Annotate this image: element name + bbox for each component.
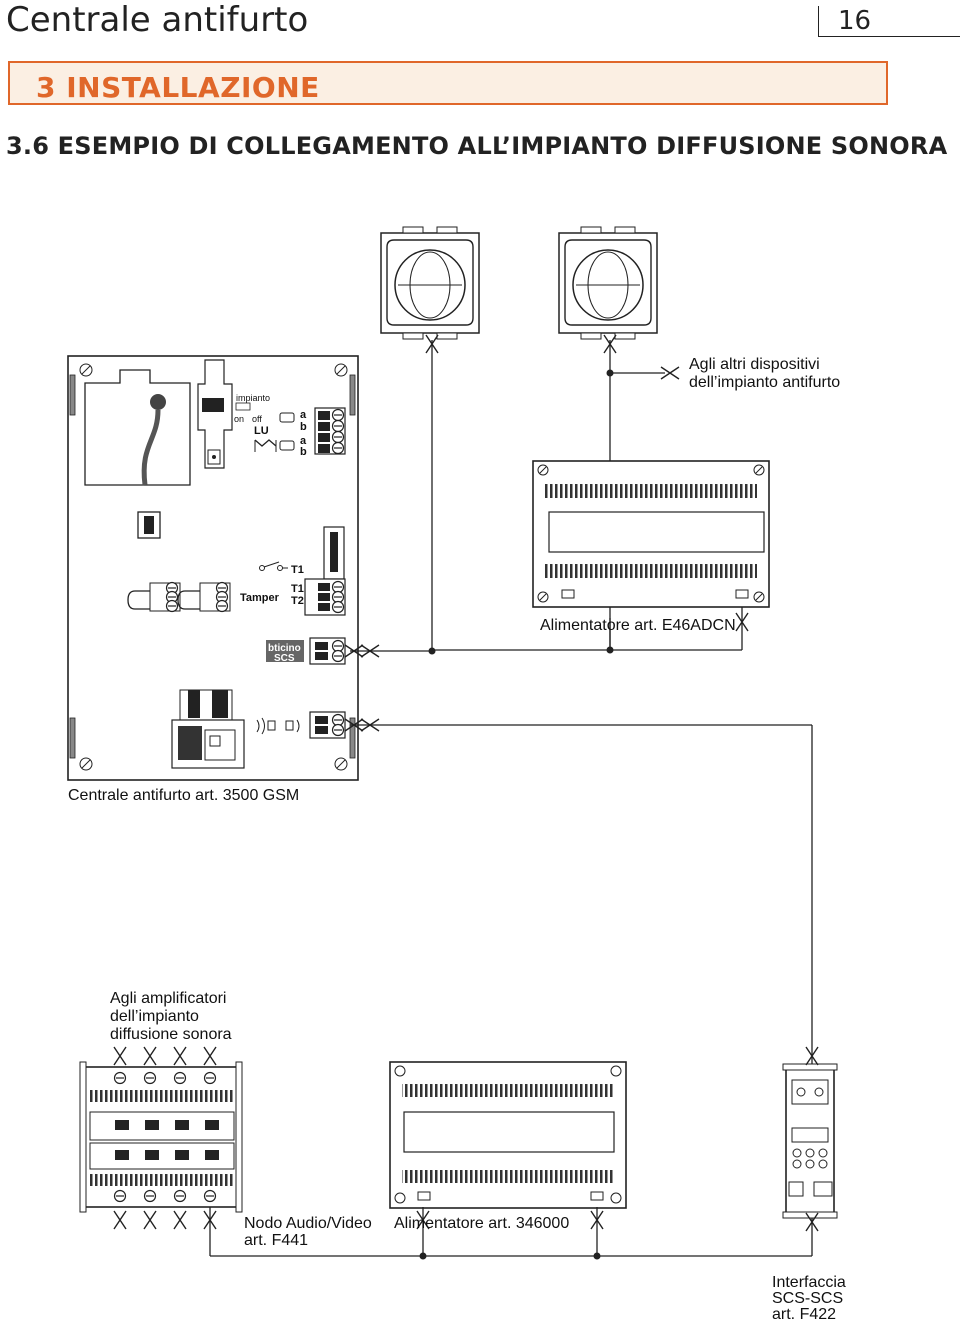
label-a2: a	[300, 435, 307, 447]
label-t1: T1	[291, 583, 304, 595]
label-interface-line1: Interfaccia	[772, 1274, 846, 1291]
label-b2: b	[300, 446, 307, 458]
section-banner: 3 INSTALLAZIONE	[8, 61, 888, 105]
label-amplifiers-line1: Agli amplificatori	[110, 990, 227, 1007]
label-node-line1: Nodo Audio/Video	[244, 1215, 372, 1232]
label-t2: T2	[291, 595, 304, 607]
label-interface-line2: SCS-SCS	[772, 1290, 844, 1307]
subsection-title: 3.6 ESEMPIO DI COLLEGAMENTO ALL’IMPIANTO…	[6, 132, 948, 160]
section-title: 3 INSTALLAZIONE	[36, 71, 320, 104]
label-power-supply-346000: Alimentatore art. 346000	[394, 1215, 570, 1232]
label-central-unit: Centrale antifurto art. 3500 GSM	[68, 787, 300, 804]
motion-detector-right	[558, 226, 658, 340]
brand-logo: bticino	[268, 643, 301, 654]
document-title: Centrale antifurto	[6, 0, 309, 40]
power-supply-346000	[389, 1061, 627, 1209]
label-node-line2: art. F441	[244, 1232, 309, 1249]
motion-detector-left	[380, 226, 480, 340]
scs-logo: SCS	[274, 653, 295, 664]
label-t1-top: T1	[291, 564, 304, 576]
label-impianto: impianto	[236, 393, 271, 403]
power-supply-e46adcn	[532, 460, 770, 608]
interface-scs-scs-f422	[782, 1063, 838, 1219]
central-unit	[67, 355, 359, 781]
label-b1: b	[300, 421, 307, 433]
label-other-devices-line2: dell’impianto antifurto	[689, 374, 841, 391]
label-interface-line3: art. F422	[772, 1306, 837, 1323]
header-rule	[818, 36, 960, 37]
label-off: off	[252, 414, 262, 424]
label-amplifiers-line3: diffusione sonora	[110, 1026, 232, 1043]
page-number: 16	[838, 6, 872, 36]
label-power-supply-e46adcn: Alimentatore art. E46ADCN	[540, 617, 736, 634]
label-amplifiers-line2: dell’impianto	[110, 1008, 199, 1025]
header-divider	[818, 6, 819, 37]
node-audio-video-f441	[79, 1061, 243, 1213]
label-on: on	[234, 414, 245, 424]
label-a1: a	[300, 409, 307, 421]
label-lu: LU	[254, 425, 269, 437]
label-tamper: Tamper	[240, 592, 279, 604]
label-other-devices-line1: Agli altri dispositivi	[689, 356, 820, 373]
